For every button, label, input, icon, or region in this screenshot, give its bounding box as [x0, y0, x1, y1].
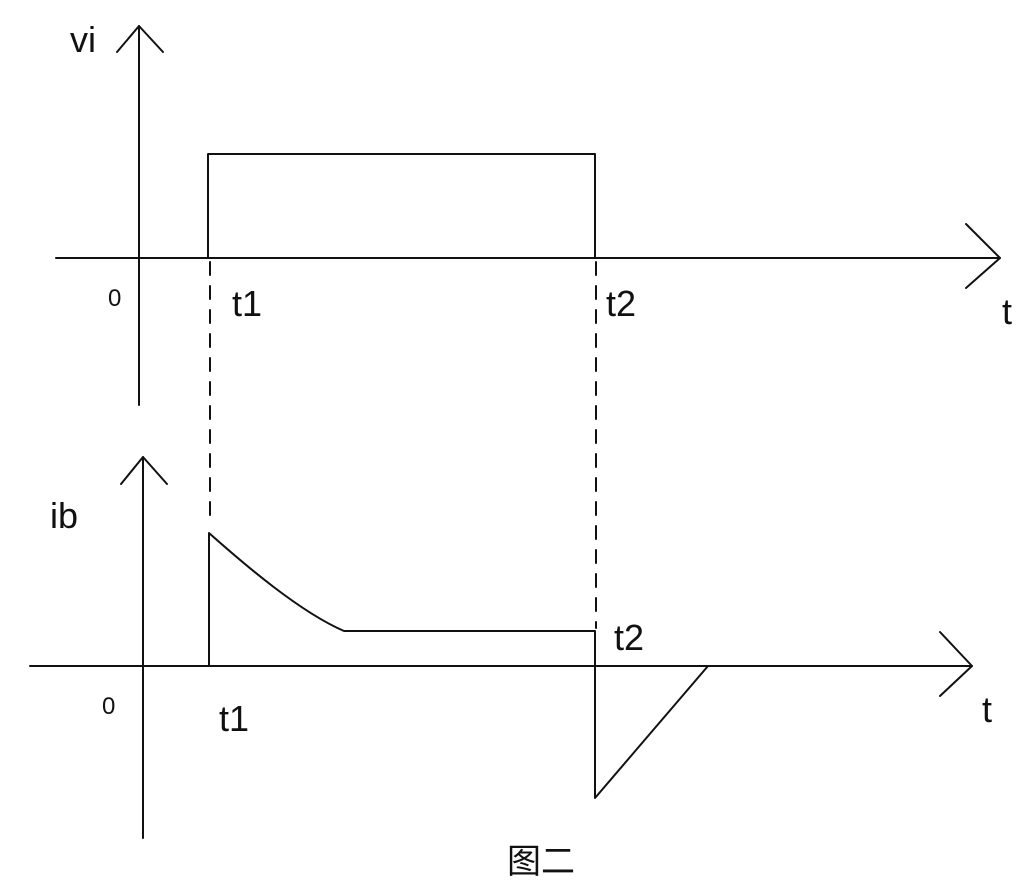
ib-t2-label: t2 — [614, 617, 644, 658]
ib-y-axis-arrowhead — [120, 456, 168, 485]
vi-pulse-waveform — [207, 153, 596, 259]
ib-current-waveform — [208, 532, 709, 799]
ib-origin-label: 0 — [102, 693, 115, 720]
vi-y-axis-arrowhead — [116, 25, 164, 53]
vi-t1-label: t1 — [232, 283, 262, 324]
vi-x-axis-arrowhead — [965, 223, 1001, 289]
vi-t-label: t — [1002, 291, 1012, 332]
ib-x-axis-arrowhead — [939, 631, 973, 697]
ib-axis-label: ib — [50, 495, 78, 536]
ib-t1-label: t1 — [219, 698, 249, 739]
vi-origin-label: 0 — [108, 285, 121, 312]
ib-t-label: t — [982, 689, 992, 730]
vi-t2-label: t2 — [606, 283, 636, 324]
vi-graph: vi 0 t1 t2 t — [55, 19, 1012, 406]
ib-graph: ib 0 t1 t2 t — [29, 456, 992, 839]
figure-caption: 图二 — [507, 842, 575, 882]
vi-axis-label: vi — [70, 19, 96, 60]
